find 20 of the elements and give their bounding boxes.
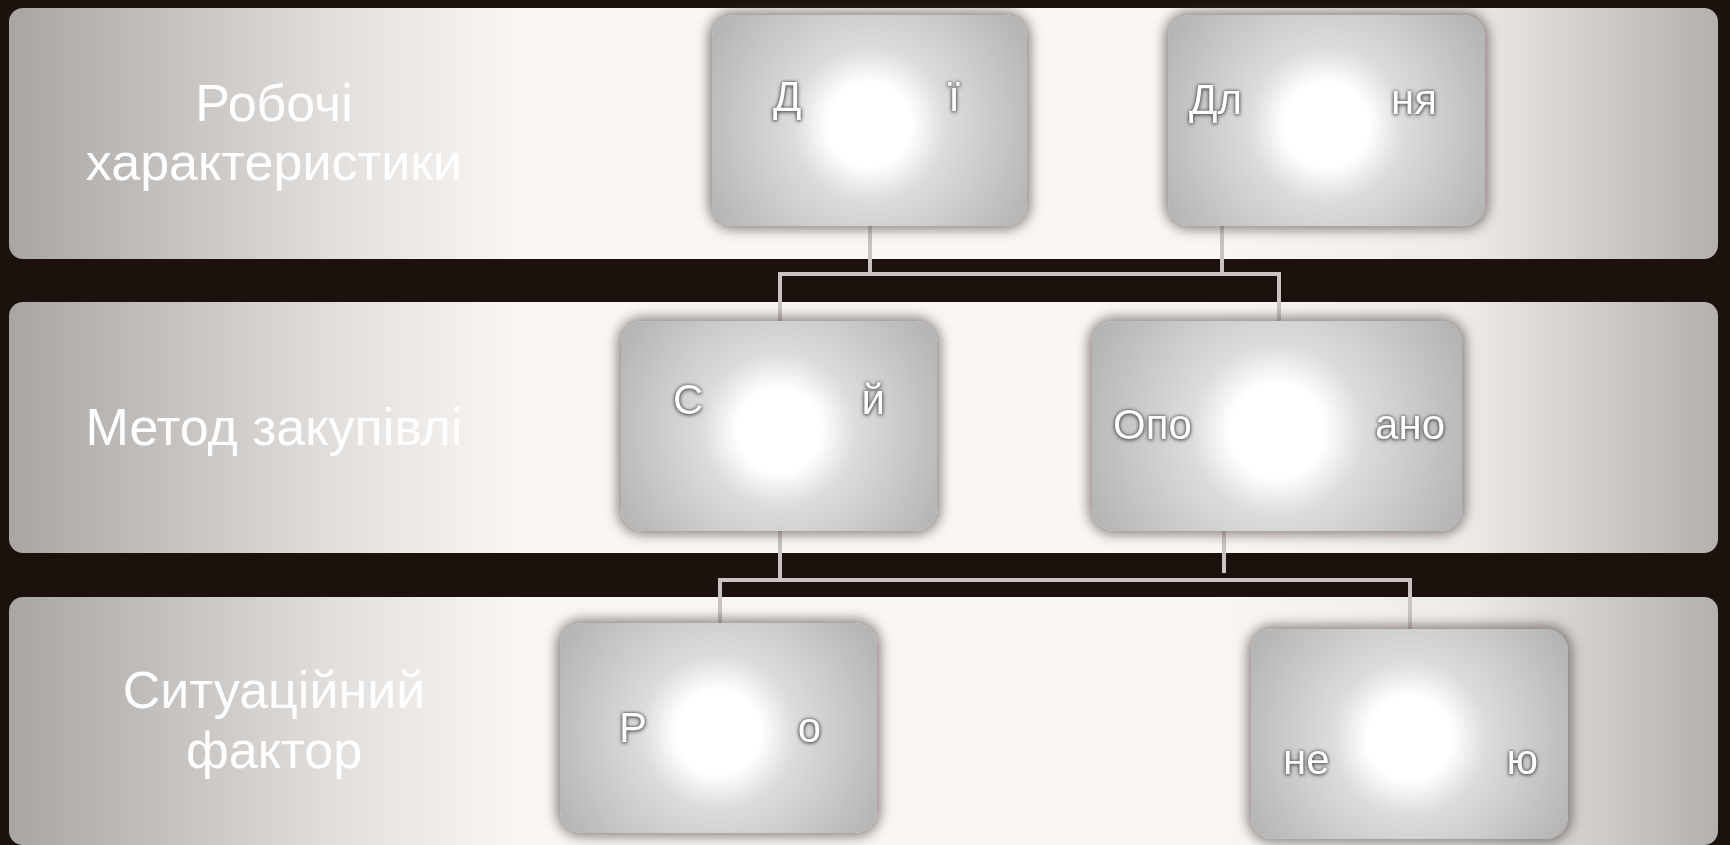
glow-box [560,623,877,833]
box-text-fragment: о [797,707,821,749]
connector-line [1222,531,1226,573]
box-text-fragment: Р [619,707,647,749]
band-panel [9,597,1718,845]
glow-box [1168,15,1485,226]
glow-box [712,15,1027,226]
box-text-fragment: ня [1391,79,1437,121]
glow-box [621,321,937,531]
glow-box [1092,321,1462,531]
glow-box [1251,629,1568,839]
band-panel [9,8,1718,259]
box-text-fragment: ю [1506,739,1538,781]
box-text-fragment: ано [1375,404,1445,446]
band-panel [9,302,1718,553]
box-text-fragment: Дл [1189,79,1242,121]
box-text-fragment: не [1283,739,1330,781]
box-text-fragment: Опо [1113,404,1192,446]
box-text-fragment: й [861,379,885,421]
box-text-fragment: ї [948,76,960,118]
